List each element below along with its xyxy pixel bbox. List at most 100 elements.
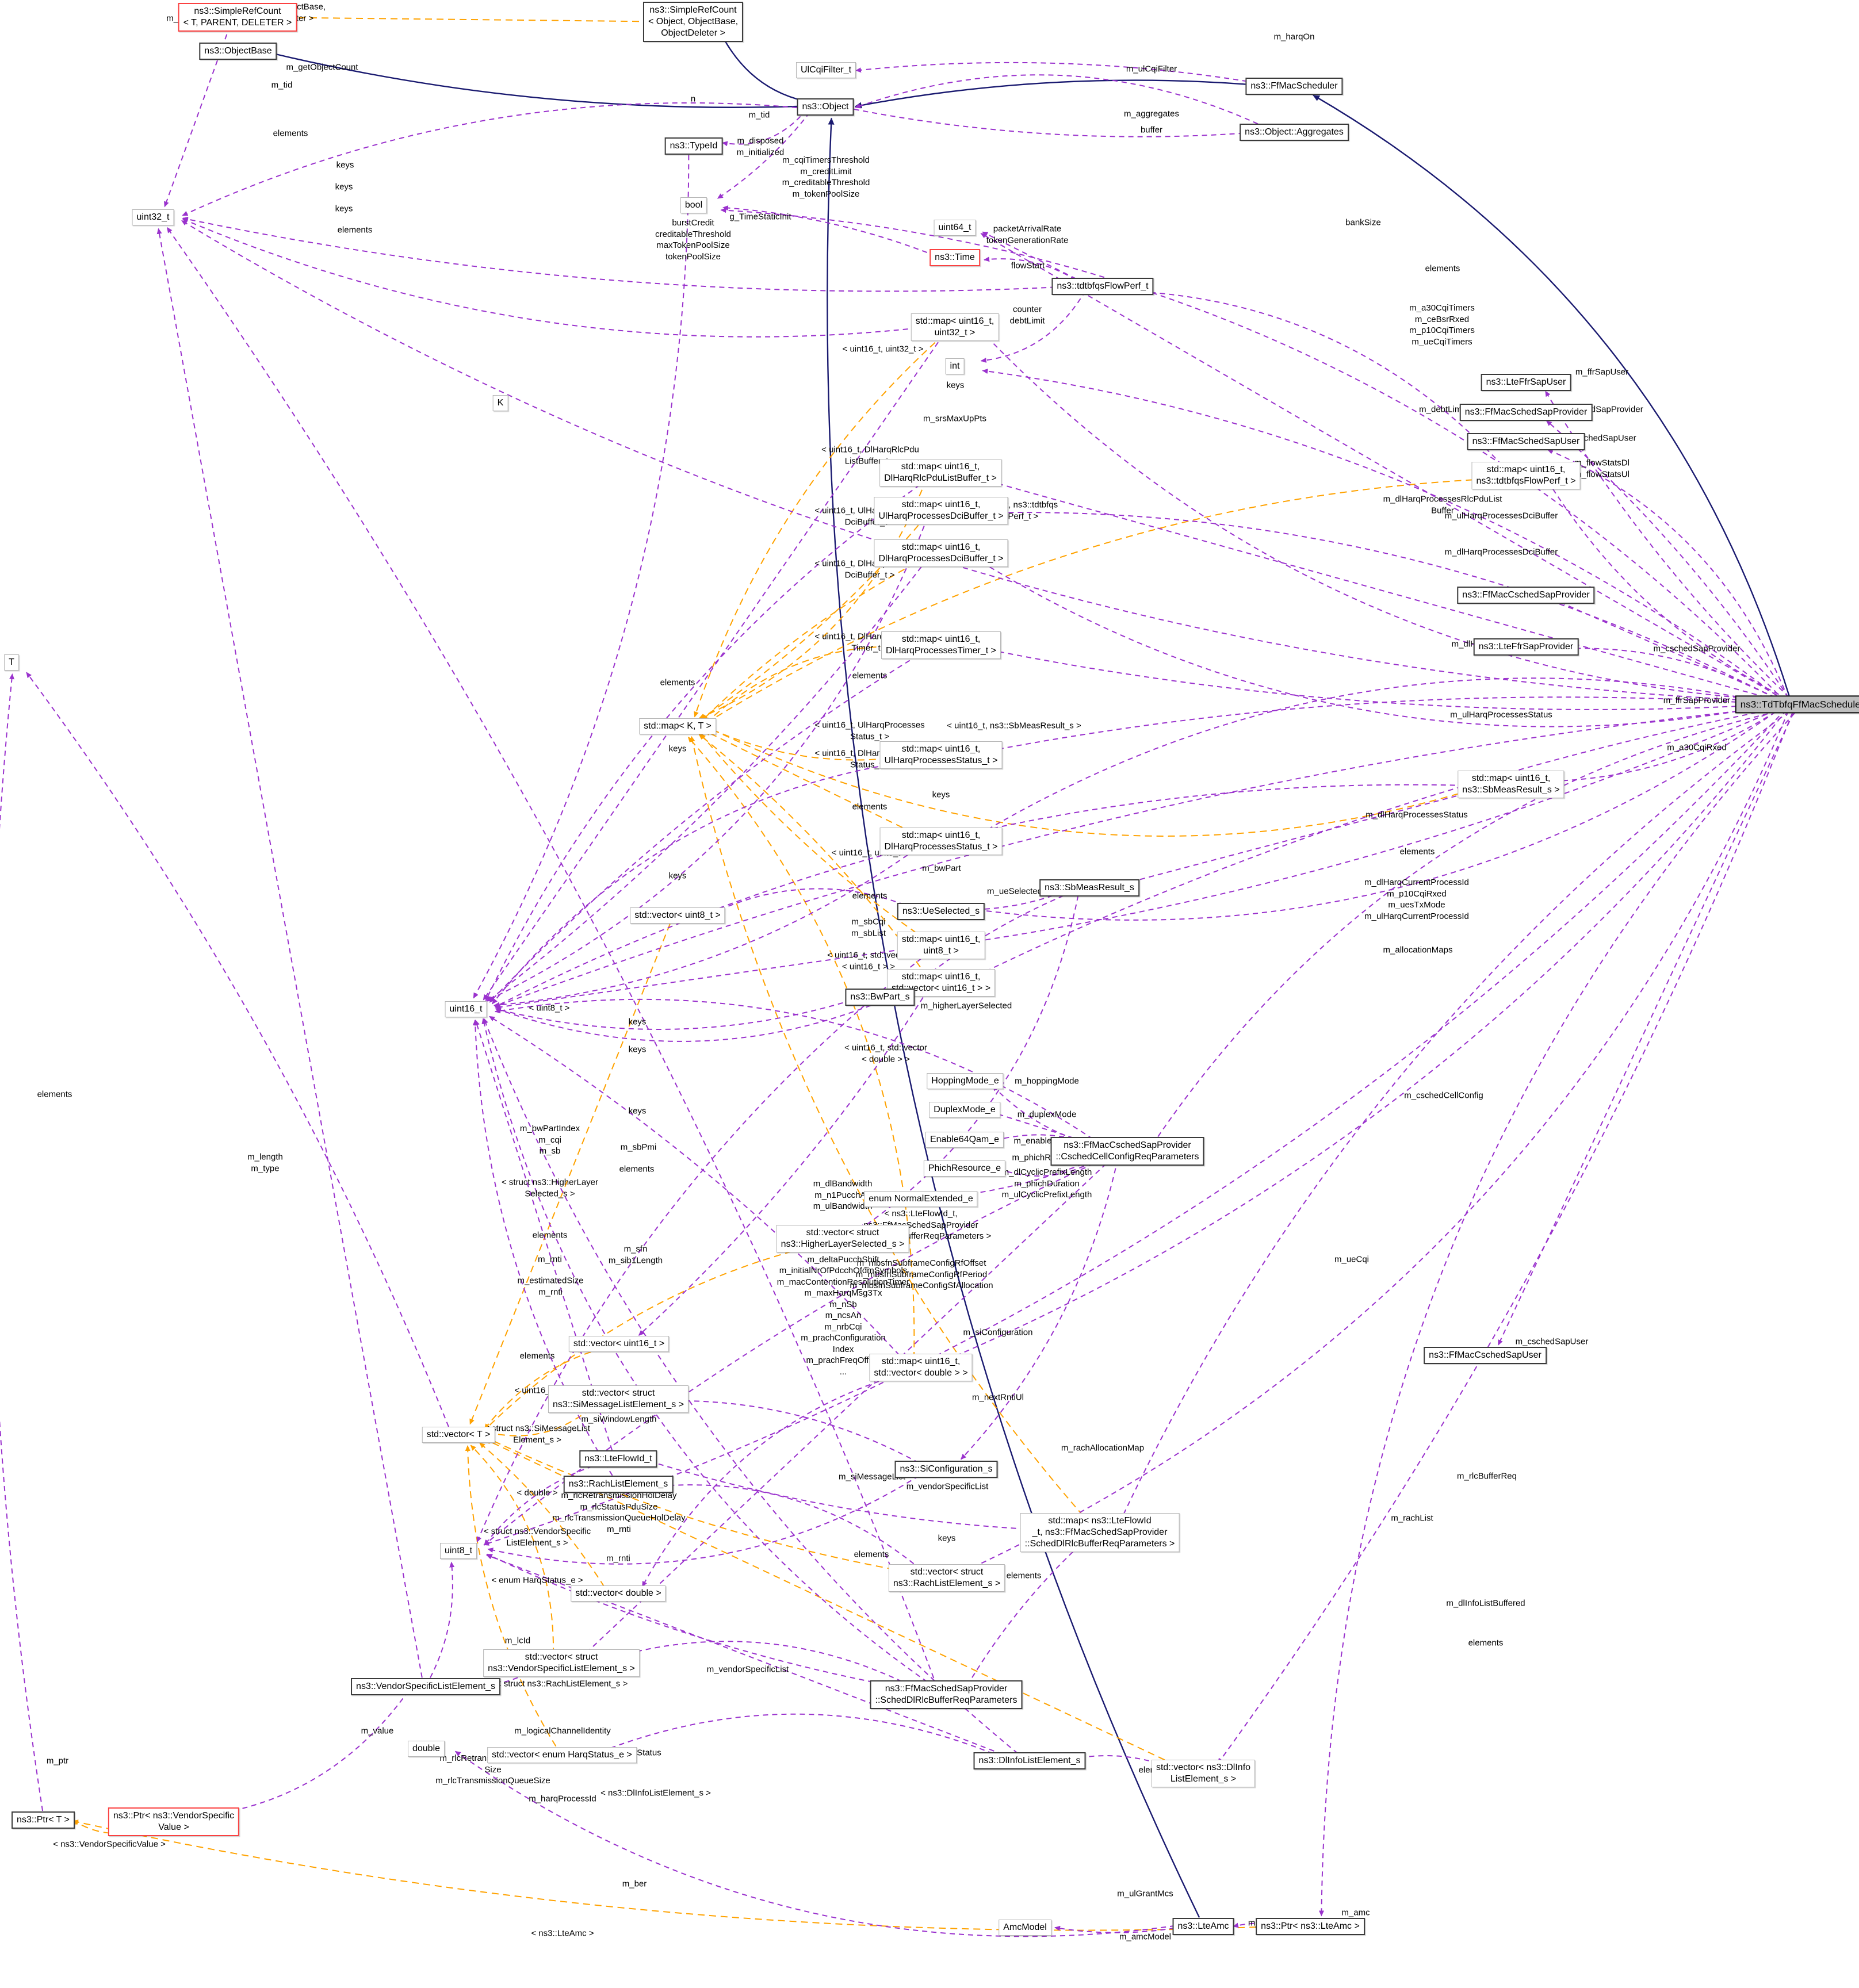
node-ffmacschedsapuser[interactable]: ns3::FfMacSchedSapUser bbox=[1467, 433, 1585, 450]
edge-vector-rachlist-to-rachlistelement bbox=[647, 1484, 928, 1576]
edge-map-dlharqdci-to-map-k-t bbox=[702, 557, 925, 721]
edge-main-to-int bbox=[982, 369, 1785, 702]
node-bool[interactable]: bool bbox=[680, 197, 707, 213]
node-bwpart[interactable]: ns3::BwPart_s bbox=[845, 989, 915, 1006]
edge-main-to-vector-rachlist bbox=[967, 711, 1789, 1571]
node-lteamc[interactable]: ns3::LteAmc bbox=[1172, 1918, 1234, 1935]
node-vector-rachlist[interactable]: std::vector< struct ns3::RachListElement… bbox=[888, 1564, 1005, 1592]
edge-map-u16-u8-to-map-k-t bbox=[700, 733, 927, 940]
edge-main-to-cschedcellconfig bbox=[1152, 708, 1786, 1146]
node-vector-harqstatus[interactable]: std::vector< enum HarqStatus_e > bbox=[487, 1747, 637, 1763]
node-vector-double[interactable]: std::vector< double > bbox=[571, 1585, 666, 1602]
node-vector-uint8[interactable]: std::vector< uint8_t > bbox=[630, 907, 725, 924]
edge-main-to-map-u16-vecu16 bbox=[969, 706, 1784, 980]
edge-map-dlharqrlcpdu-to-uint16 bbox=[485, 479, 928, 1001]
node-map-lteflowid[interactable]: std::map< ns3::LteFlowId _t, ns3::FfMacS… bbox=[1020, 1513, 1180, 1552]
node-rachlistelement[interactable]: ns3::RachListElement_s bbox=[563, 1476, 674, 1493]
edge-vendorspecificlistelement-to-uint32 bbox=[156, 228, 423, 1678]
node-ffmaccschedsapprovider[interactable]: ns3::FfMacCschedSapProvider bbox=[1457, 587, 1595, 604]
node-vector-higherlayer[interactable]: std::vector< struct ns3::HigherLayerSele… bbox=[776, 1225, 909, 1252]
edge-map-dlharqdci-to-uint16 bbox=[487, 559, 928, 1002]
node-map-dlharqtimer[interactable]: std::map< uint16_t, DlHarqProcessesTimer… bbox=[881, 631, 1001, 659]
node-map-u16-vecdouble[interactable]: std::map< uint16_t, std::vector< double … bbox=[869, 1354, 973, 1381]
edge-main-to-ffmacschedsapuser bbox=[1547, 449, 1789, 699]
node-amcmodel[interactable]: AmcModel bbox=[999, 1920, 1051, 1936]
edge-main-to-map-dlharqtimer bbox=[970, 644, 1783, 710]
node-map-sbmeas[interactable]: std::map< uint16_t, ns3::SbMeasResult_s … bbox=[1458, 771, 1565, 798]
node-map-dlharqrlcpdu[interactable]: std::map< uint16_t, DlHarqRlcPduListBuff… bbox=[879, 459, 1001, 487]
edge-cschedcellconfig-to-vector-vendorspecific bbox=[583, 1157, 1114, 1656]
node-k[interactable]: K bbox=[492, 395, 508, 411]
node-lteffrsapuser[interactable]: ns3::LteFfrSapUser bbox=[1481, 374, 1571, 391]
edge-main-to-map-u16-u32 bbox=[981, 331, 1784, 702]
node-normalextended[interactable]: enum NormalExtended_e bbox=[864, 1191, 978, 1207]
node-enable64qam[interactable]: Enable64Qam_e bbox=[925, 1132, 1004, 1148]
node-map-ulharqstatus[interactable]: std::map< uint16_t, UlHarqProcessesStatu… bbox=[879, 741, 1003, 769]
node-map-k-t[interactable]: std::map< K, T > bbox=[639, 718, 716, 734]
edge-tdtbfqsflowperf-to-uint64 bbox=[982, 231, 1085, 284]
node-cschedcellconfig[interactable]: ns3::FfMacCschedSapProvider ::CschedCell… bbox=[1050, 1137, 1204, 1166]
node-simplerefcount-obj[interactable]: ns3::SimpleRefCount < Object, ObjectBase… bbox=[642, 2, 744, 42]
node-map-dlharqdci[interactable]: std::map< uint16_t, DlHarqProcessesDciBu… bbox=[874, 539, 1008, 567]
edge-lteamc-to-amcmodel bbox=[1054, 1925, 1184, 1933]
edge-vector-vendorspecific-to-vector-t bbox=[470, 1445, 554, 1655]
node-double[interactable]: double bbox=[407, 1741, 445, 1757]
node-ptr-lteamc[interactable]: ns3::Ptr< ns3::LteAmc > bbox=[1256, 1918, 1365, 1935]
node-ptr-t[interactable]: ns3::Ptr< T > bbox=[12, 1811, 75, 1829]
node-ffmacscheduler[interactable]: ns3::FfMacScheduler bbox=[1245, 78, 1343, 95]
node-map-dlharqstatus[interactable]: std::map< uint16_t, DlHarqProcessesStatu… bbox=[879, 828, 1003, 855]
node-ffmaccschedsapuser[interactable]: ns3::FfMacCschedSapUser bbox=[1424, 1347, 1547, 1364]
edge-main-to-ueselected bbox=[969, 706, 1784, 921]
edge-tdtbfqsflowperf-to-uint32 bbox=[182, 216, 1084, 292]
node-uint64[interactable]: uint64_t bbox=[934, 220, 976, 236]
node-uint16[interactable]: uint16_t bbox=[445, 1001, 487, 1017]
node-t[interactable]: T bbox=[4, 654, 19, 671]
node-map-u16-u8[interactable]: std::map< uint16_t, uint8_t > bbox=[897, 932, 985, 959]
node-lteffrsapprovider[interactable]: ns3::LteFfrSapProvider bbox=[1473, 638, 1579, 656]
node-vector-uint16[interactable]: std::vector< uint16_t > bbox=[568, 1336, 670, 1352]
edge-map-u16-u32-to-uint16 bbox=[483, 334, 944, 1001]
node-vector-t[interactable]: std::vector< T > bbox=[422, 1427, 495, 1443]
node-simplerefcount-t[interactable]: ns3::SimpleRefCount < T, PARENT, DELETER… bbox=[178, 3, 297, 32]
node-int[interactable]: int bbox=[945, 358, 965, 374]
node-vector-vendorspecific[interactable]: std::vector< struct ns3::VendorSpecificL… bbox=[483, 1649, 640, 1677]
edge-scheddlrlcbufferreq-to-vector-vendorspecific bbox=[590, 1641, 927, 1695]
node-hoppingmode[interactable]: HoppingMode_e bbox=[927, 1073, 1004, 1089]
node-dlinfolistelement[interactable]: ns3::DlInfoListElement_s bbox=[973, 1752, 1086, 1769]
node-ffmacschedsapprovider[interactable]: ns3::FfMacSchedSapProvider bbox=[1459, 404, 1593, 421]
edge-main-to-map-dlharqrlcpdu bbox=[969, 474, 1784, 703]
node-ueselected[interactable]: ns3::UeSelected_s bbox=[897, 903, 985, 920]
node-map-ulharqdci[interactable]: std::map< uint16_t, UlHarqProcessesDciBu… bbox=[874, 497, 1008, 524]
edge-map-dlharqstatus-to-map-k-t bbox=[704, 730, 924, 838]
node-uint8[interactable]: uint8_t bbox=[439, 1543, 477, 1559]
node-main[interactable]: ns3::TdTbfqFfMacScheduler bbox=[1735, 695, 1859, 714]
node-ptr-vendorspecificvalue[interactable]: ns3::Ptr< ns3::VendorSpecific Value > bbox=[108, 1807, 240, 1836]
node-typeid[interactable]: ns3::TypeId bbox=[664, 137, 723, 155]
node-phichresource[interactable]: PhichResource_e bbox=[923, 1160, 1006, 1177]
node-time[interactable]: ns3::Time bbox=[930, 249, 980, 266]
edge-map-dlharqstatus-to-uint16 bbox=[494, 844, 923, 1008]
node-map-u16-u32[interactable]: std::map< uint16_t, uint32_t > bbox=[911, 313, 999, 341]
edge-vector-t-to-t bbox=[26, 672, 449, 1427]
node-object[interactable]: ns3::Object bbox=[797, 98, 854, 116]
node-ulcqifilter[interactable]: UlCqiFilter_t bbox=[795, 62, 856, 78]
node-siconfiguration[interactable]: ns3::SiConfiguration_s bbox=[894, 1461, 998, 1478]
node-tdtbfqsflowperf[interactable]: ns3::tdtbfqsFlowPerf_t bbox=[1051, 278, 1154, 295]
edge-main-to-ptr-lteamc bbox=[1319, 713, 1796, 1917]
node-vector-simessage[interactable]: std::vector< struct ns3::SiMessageListEl… bbox=[548, 1385, 689, 1413]
edge-map-ulharqdci-to-map-k-t bbox=[700, 516, 927, 720]
edge-dlinfolistelement-to-uint16 bbox=[483, 1018, 1019, 1754]
node-aggregates[interactable]: ns3::Object::Aggregates bbox=[1240, 124, 1349, 141]
node-scheddlrlcbufferreq[interactable]: ns3::FfMacSchedSapProvider ::SchedDlRlcB… bbox=[870, 1680, 1023, 1709]
node-map-flowperf[interactable]: std::map< uint16_t, ns3::tdtbfqsFlowPerf… bbox=[1471, 462, 1581, 489]
edge-main-to-vector-dlinfo bbox=[1217, 712, 1793, 1764]
node-lteflowid[interactable]: ns3::LteFlowId_t bbox=[579, 1450, 657, 1468]
node-sbmeasresult[interactable]: ns3::SbMeasResult_s bbox=[1039, 879, 1139, 897]
node-objectbase[interactable]: ns3::ObjectBase bbox=[199, 43, 277, 60]
edge-map-lteflowid-to-scheddlrlcbufferreq bbox=[966, 1538, 1087, 1687]
node-vector-dlinfo[interactable]: std::vector< ns3::DlInfo ListElement_s > bbox=[1151, 1760, 1256, 1787]
node-duplexmode[interactable]: DuplexMode_e bbox=[929, 1102, 1000, 1118]
edge-simplerefcount-t-to-uint32 bbox=[164, 25, 231, 208]
node-uint32[interactable]: uint32_t bbox=[132, 209, 174, 225]
node-vendorspecificlistelement[interactable]: ns3::VendorSpecificListElement_s bbox=[351, 1678, 500, 1695]
